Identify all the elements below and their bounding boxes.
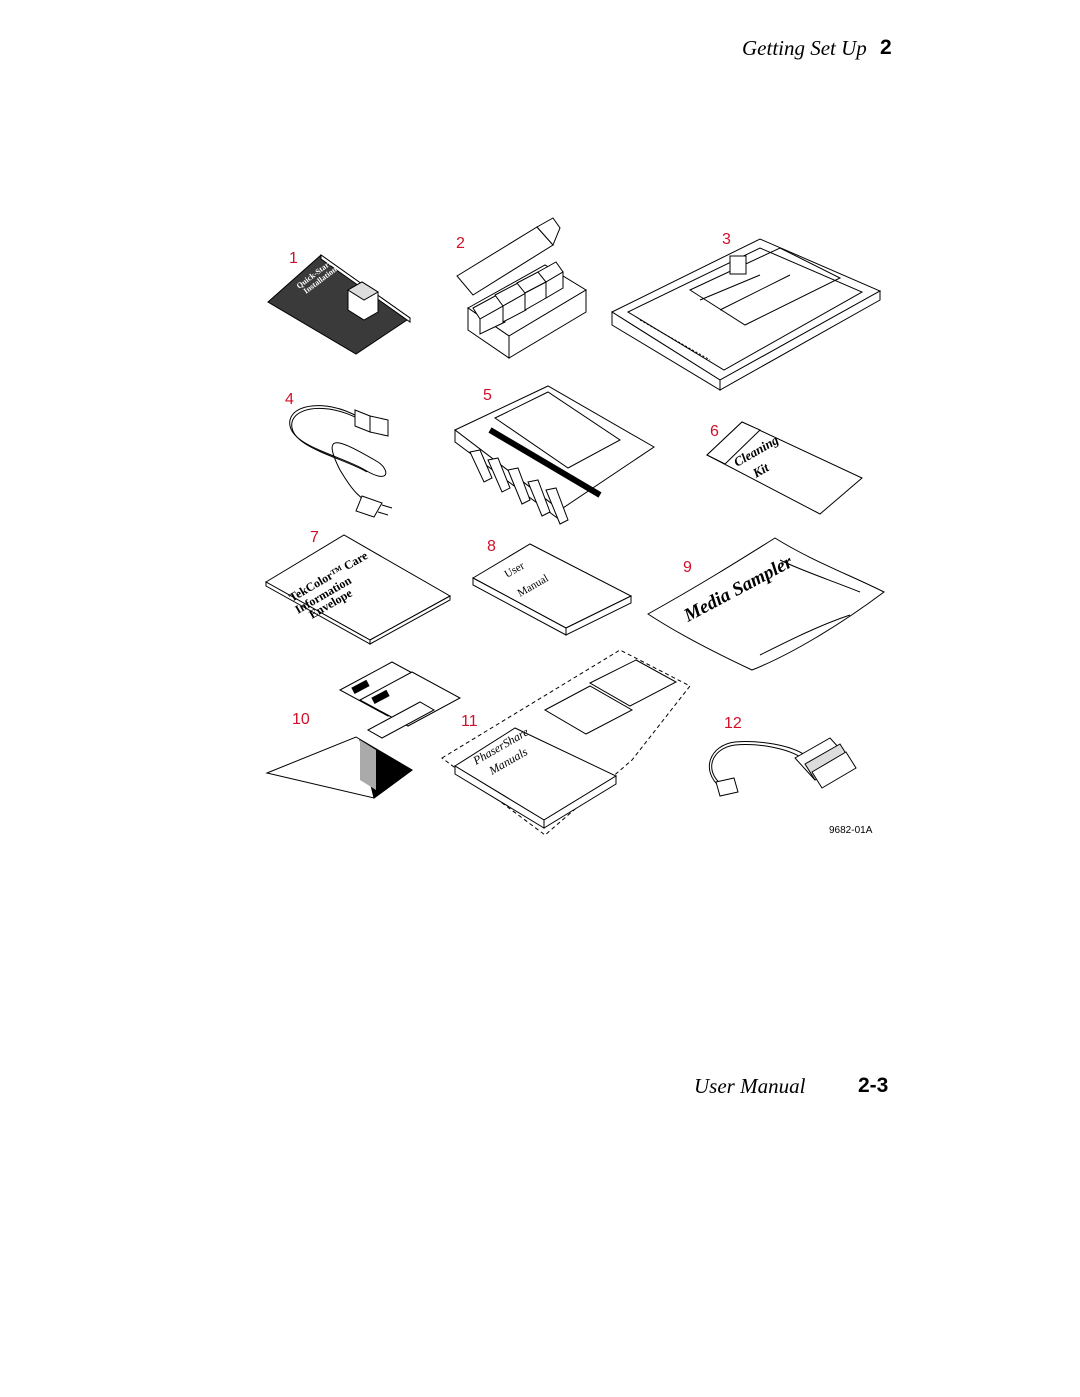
callout-2: 2 — [456, 235, 465, 252]
callout-5: 5 — [483, 387, 492, 404]
footer-manual-title: User Manual — [694, 1074, 806, 1098]
callout-12: 12 — [724, 715, 742, 732]
callout-7: 7 — [310, 529, 319, 546]
user-manual-book: User Manual — [471, 543, 633, 636]
callout-9: 9 — [683, 559, 692, 576]
callout-6: 6 — [710, 423, 719, 440]
chapter-number: 2 — [880, 36, 892, 59]
maintenance-tray — [454, 385, 655, 525]
footer-page-number: 2-3 — [858, 1074, 889, 1097]
media-sampler-bag: Media Sampler — [647, 537, 885, 671]
parallel-cable — [708, 737, 857, 797]
callout-8: 8 — [487, 538, 496, 555]
callout-3: 3 — [722, 231, 731, 248]
cleaning-kit-line2: Kit — [749, 459, 771, 481]
running-header-title: Getting Set Up — [742, 36, 867, 60]
figure-id: 9682-01A — [829, 825, 873, 836]
paper-tray — [610, 238, 882, 391]
tekcolor-envelope: TekColor™ Care Information Envelope — [265, 534, 452, 645]
callout-10: 10 — [292, 711, 310, 728]
phasershare-kit: PhaserShare Manuals — [441, 649, 691, 836]
quick-start-booklet: Quick-Start Installation — [267, 254, 411, 355]
ink-stick-box — [456, 217, 587, 359]
diskettes-and-card — [265, 661, 462, 799]
callout-1: 1 — [289, 250, 298, 267]
power-cord — [289, 405, 393, 518]
callout-4: 4 — [285, 391, 294, 408]
callout-11: 11 — [461, 713, 478, 730]
cleaning-kit-envelope: Cleaning Kit — [706, 421, 863, 515]
